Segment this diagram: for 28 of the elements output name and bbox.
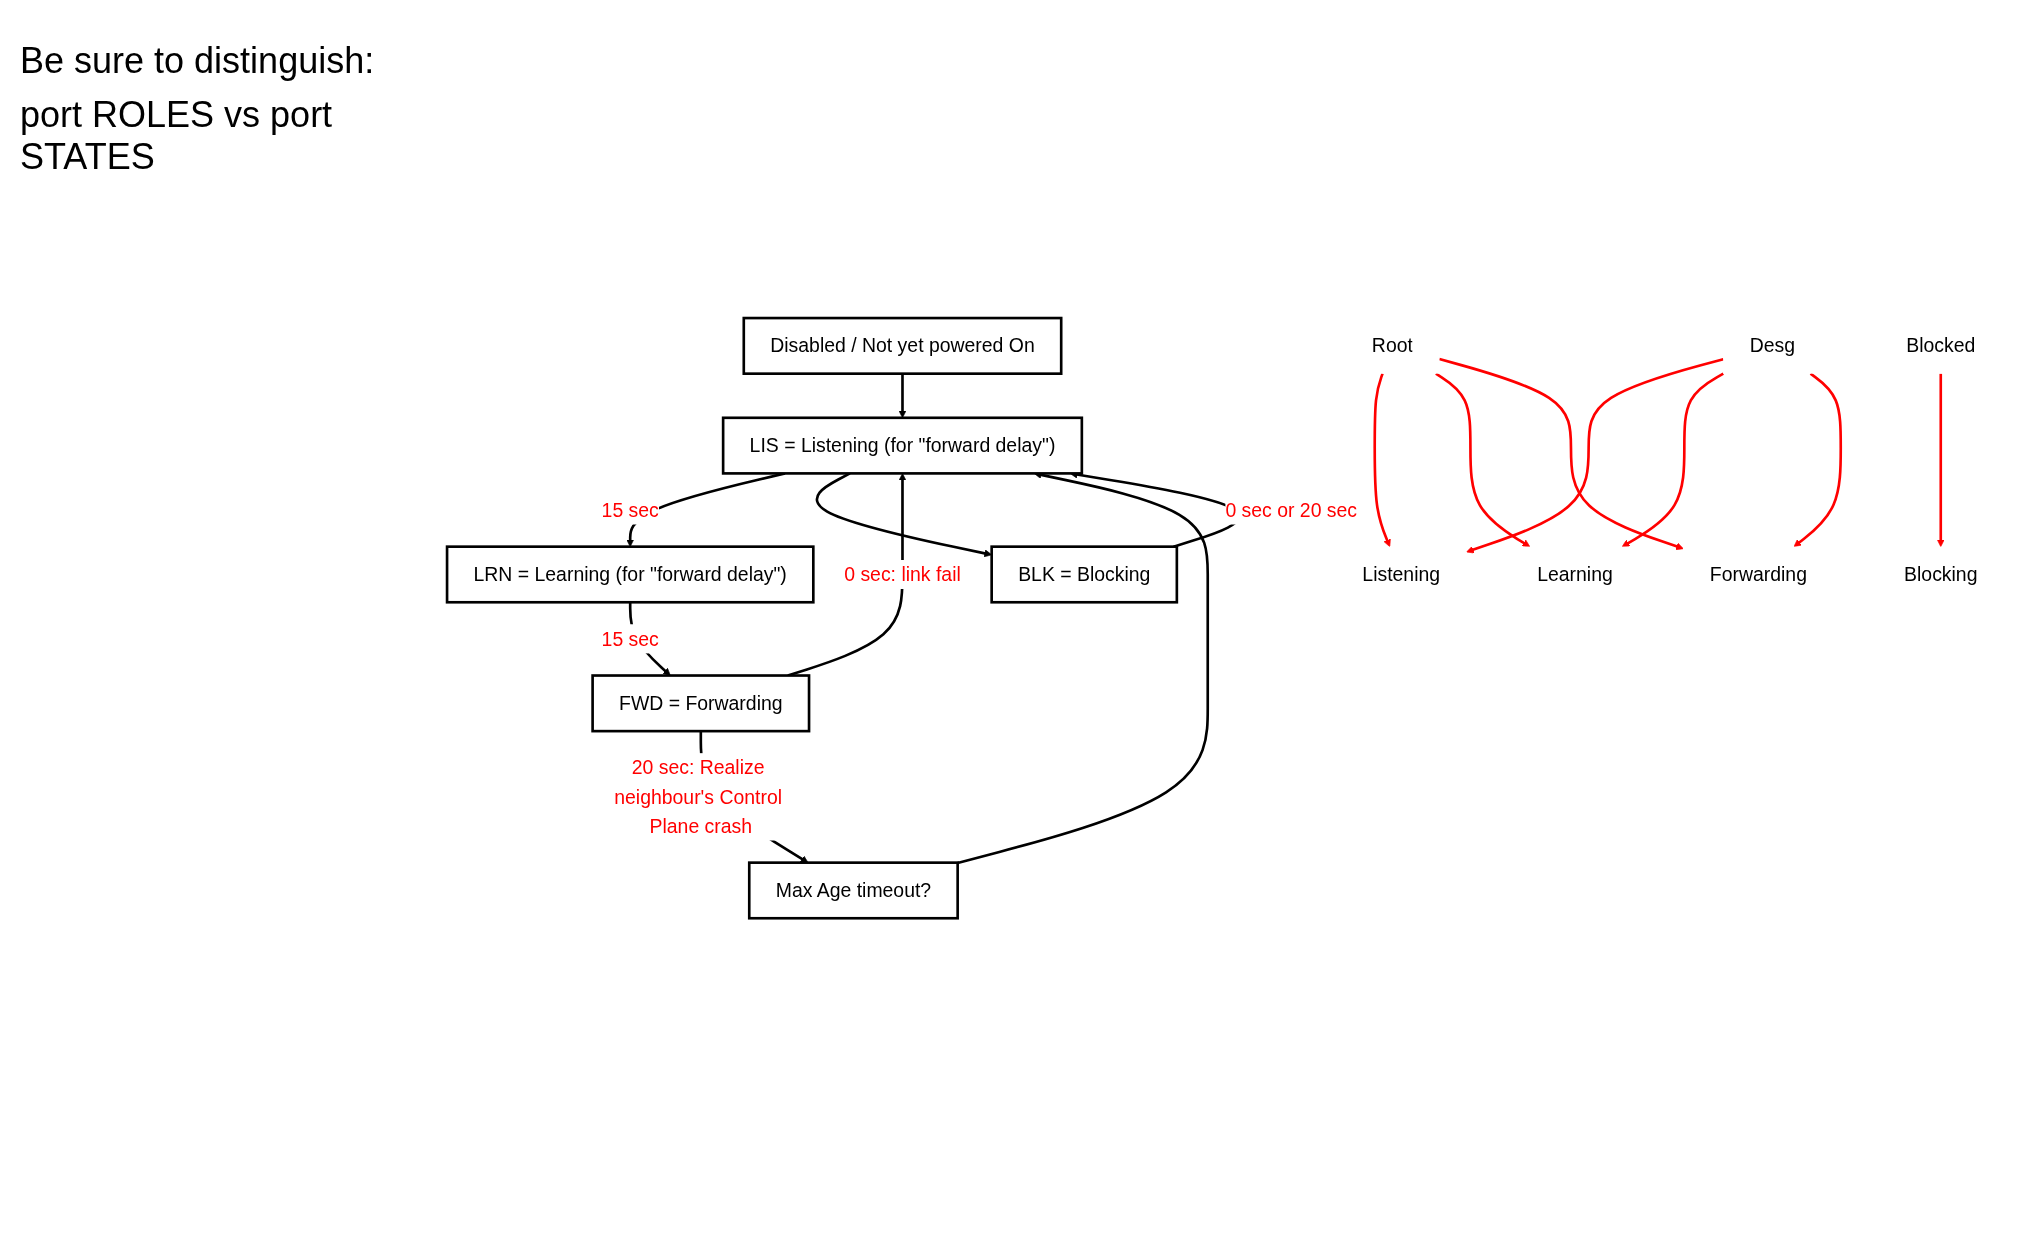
note-text: port ROLES vs port STATES — [20, 94, 334, 178]
node-text: Root — [1371, 334, 1413, 357]
node-text: Blocked — [1906, 334, 1976, 357]
node-text: Learning — [1537, 563, 1613, 586]
edge-label: 0 sec: link fail — [844, 563, 961, 586]
node-box: LIS = Listening (for "forward delay") — [721, 416, 1084, 475]
arrow — [1936, 373, 1945, 547]
arrow — [1621, 372, 1724, 547]
arrow — [1373, 373, 1391, 547]
node-text: Blocking — [1904, 563, 1978, 586]
note-text: Be sure to distinguish: — [20, 40, 376, 82]
arrow — [1466, 357, 1724, 554]
node-box: Max Age timeout? — [747, 861, 959, 920]
arrow — [1435, 372, 1531, 547]
edge-label: 15 sec — [601, 627, 659, 650]
node-box: FWD = Forwarding — [591, 674, 811, 733]
arrow — [898, 373, 907, 418]
node-box: Disabled / Not yet powered On — [742, 316, 1063, 375]
node-box: BLK = Blocking — [990, 545, 1179, 604]
node-box: LRN = Learning (for "forward delay") — [445, 545, 815, 604]
edge-label: 0 sec or 20 sec — [1225, 498, 1358, 521]
node-text: Desg — [1749, 334, 1796, 357]
edge-label: 20 sec: Realize neighbour's Control Plane crash — [614, 756, 783, 837]
edge-label: 15 sec — [601, 498, 659, 521]
node-text: Listening — [1362, 563, 1441, 586]
arrow — [1793, 372, 1843, 547]
node-text: Forwarding — [1709, 563, 1807, 586]
arrow — [1439, 357, 1684, 550]
